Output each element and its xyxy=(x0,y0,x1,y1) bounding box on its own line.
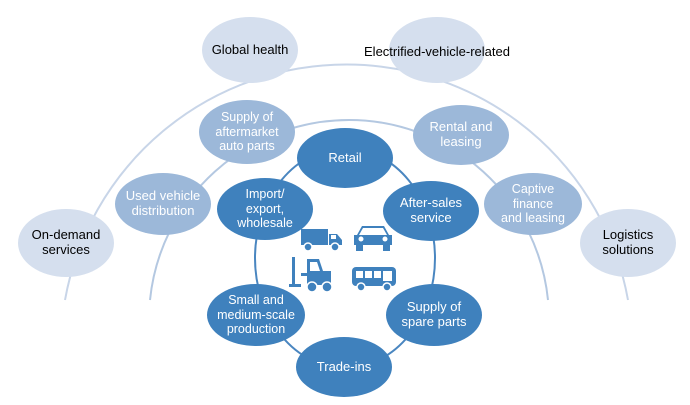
outer-arc xyxy=(64,63,629,301)
small-medium-production-label: Small and medium-scale production xyxy=(217,293,295,337)
after-sales-label: After-sales service xyxy=(399,195,463,225)
global-health-node: Global health xyxy=(202,17,298,83)
rental-leasing-label: Rental and leasing xyxy=(429,119,493,149)
bus-icon xyxy=(352,267,396,292)
logistics-solutions-node: Logistics solutions xyxy=(580,209,676,277)
on-demand-services-label: On-demand services xyxy=(31,227,101,257)
car-icon xyxy=(354,226,392,251)
aftermarket-parts-node: Supply of aftermarket auto parts xyxy=(199,100,295,164)
logistics-solutions-label: Logistics solutions xyxy=(602,227,654,257)
spare-parts-label: Supply of spare parts xyxy=(401,299,467,329)
on-demand-services-node: On-demand services xyxy=(18,209,114,277)
used-vehicle-label: Used vehicle distribution xyxy=(125,188,201,218)
captive-finance-label: Captive finance and leasing xyxy=(501,182,565,226)
rental-leasing-node: Rental and leasing xyxy=(413,105,509,165)
trade-ins-node: Trade-ins xyxy=(296,337,392,397)
after-sales-node: After-sales service xyxy=(383,181,479,241)
electrified-vehicle-node xyxy=(389,17,485,83)
trade-ins-label: Trade-ins xyxy=(316,358,372,374)
global-health-label: Global health xyxy=(211,41,289,57)
import-export-label: Import/ export, wholesale xyxy=(237,187,293,231)
import-export-node: Import/ export, wholesale xyxy=(217,178,313,240)
retail-label: Retail xyxy=(328,149,362,165)
truck-icon xyxy=(301,229,342,252)
retail-node: Retail xyxy=(297,128,393,188)
electrified-vehicle-label: Electrified-vehicle-related xyxy=(364,44,510,59)
spare-parts-node: Supply of spare parts xyxy=(386,284,482,346)
forklift-icon xyxy=(289,257,333,293)
aftermarket-parts-label: Supply of aftermarket auto parts xyxy=(215,110,279,154)
used-vehicle-node: Used vehicle distribution xyxy=(115,173,211,235)
small-medium-production-node: Small and medium-scale production xyxy=(207,284,305,346)
captive-finance-node: Captive finance and leasing xyxy=(484,173,582,235)
